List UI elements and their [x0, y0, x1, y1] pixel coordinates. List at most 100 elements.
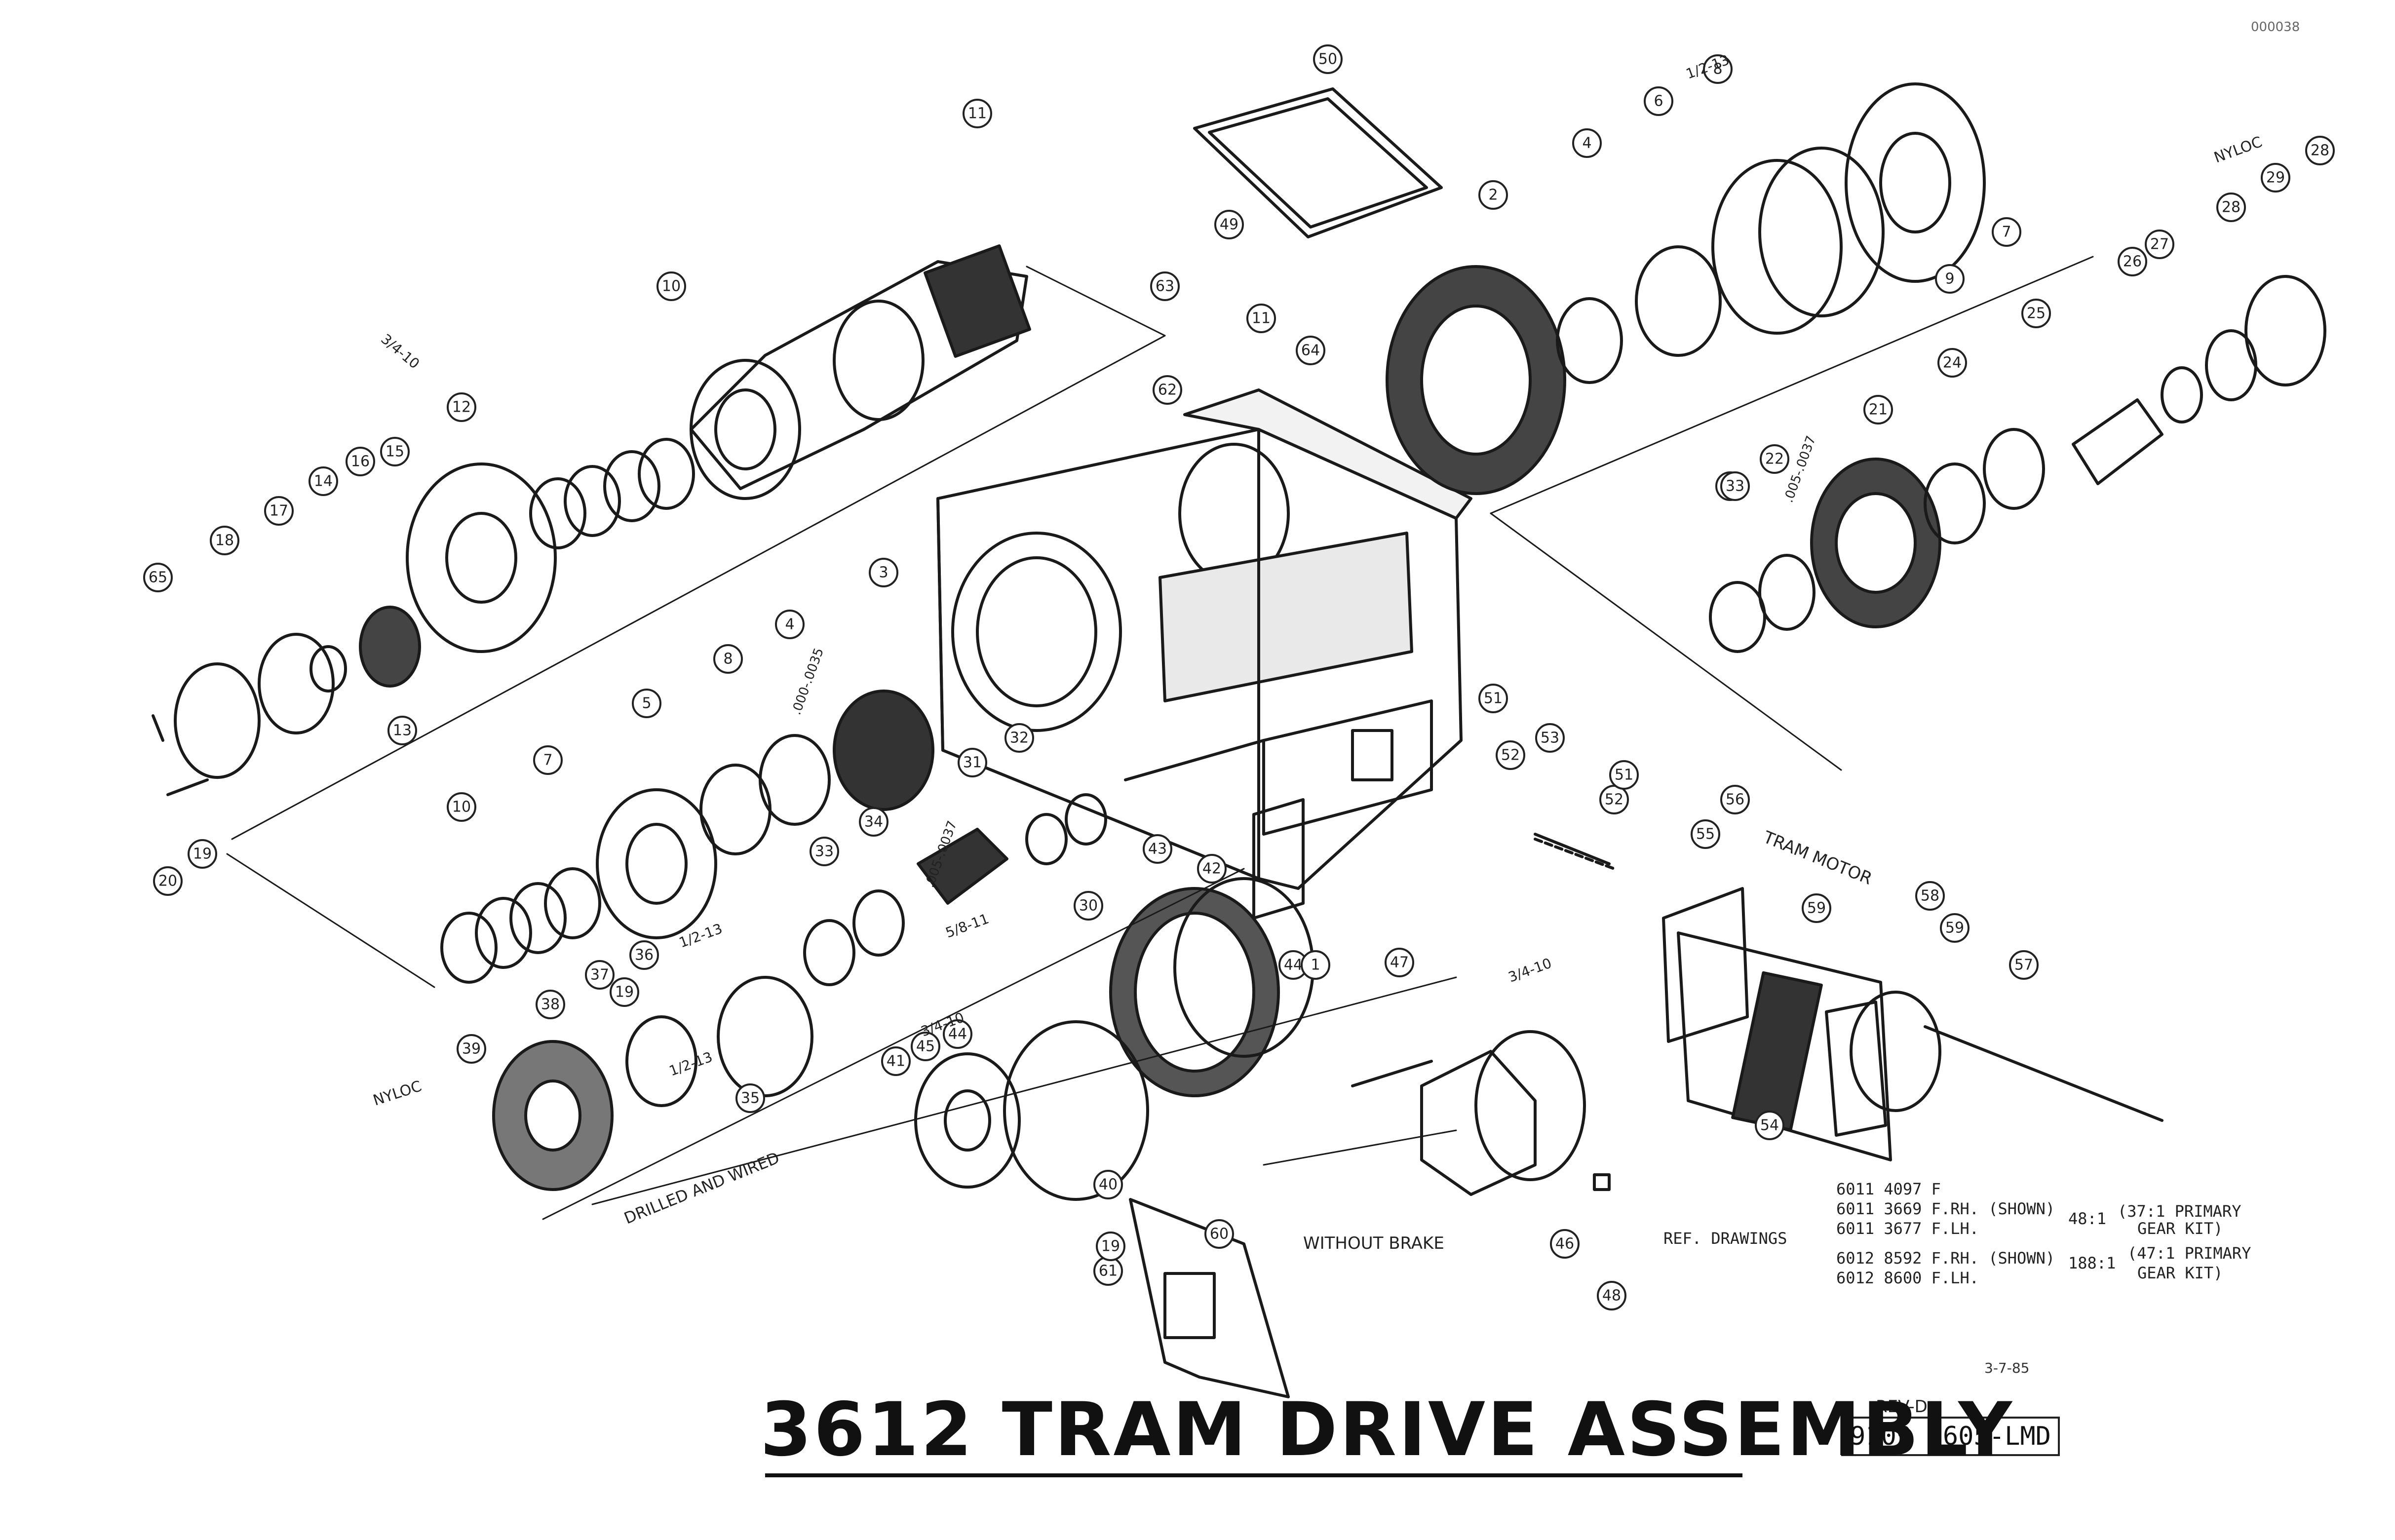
callout-circle — [1755, 1111, 1784, 1140]
callout-number: 11 — [968, 105, 987, 122]
callout-circle — [1301, 950, 1330, 980]
callout-number: 46 — [1555, 1235, 1574, 1253]
ref-row: 6012 8600 F.LH. — [1836, 1269, 1979, 1287]
callout-balloon: 39 — [457, 1034, 486, 1064]
callout-circle — [1915, 881, 1945, 911]
callout-circle — [1214, 210, 1244, 239]
callout-circle — [1385, 948, 1414, 977]
callout-number: 24 — [1943, 354, 1962, 372]
callout-balloon: 52 — [1496, 740, 1525, 770]
callout-number: 3 — [879, 564, 888, 581]
callout-number: 50 — [1318, 51, 1337, 68]
callout-number: 34 — [864, 813, 883, 831]
callout-number: 35 — [741, 1090, 760, 1107]
callout-number: 7 — [543, 752, 552, 769]
callout-balloon: 10 — [657, 271, 686, 301]
callout-circle — [943, 1019, 972, 1049]
callout-circle — [447, 392, 476, 422]
callout-circle — [1644, 86, 1673, 116]
callout-circle — [1478, 684, 1508, 713]
callout-balloon: 25 — [2021, 299, 2051, 328]
callout-number: 61 — [1099, 1263, 1118, 1280]
tram-motor — [1534, 833, 2163, 1161]
callout-circle — [533, 745, 563, 775]
callout-circle — [775, 610, 805, 639]
callout-circle — [1720, 785, 1750, 814]
callout-balloon: 45 — [911, 1032, 940, 1061]
callout-number: 29 — [2266, 169, 2285, 187]
leader-lines — [226, 256, 2094, 1220]
callout-balloon: 19 — [1096, 1232, 1125, 1261]
callout-circle — [2145, 230, 2174, 259]
note-thread-3-4-10-a: 3/4-10 — [378, 331, 423, 372]
callout-balloon: 10 — [447, 792, 476, 822]
callout-circle — [188, 839, 217, 869]
callout-number: 7 — [2002, 224, 2011, 241]
callout-circle — [387, 716, 417, 745]
callout-balloon: 11 — [1246, 304, 1276, 333]
callout-number: 39 — [462, 1040, 481, 1058]
callout-circle — [1572, 128, 1602, 158]
note-drilled-and-wired: DRILLED AND WIRED — [621, 1148, 782, 1228]
callout-circle — [881, 1046, 911, 1076]
callout-circle — [210, 526, 239, 555]
callout-circle — [632, 689, 661, 718]
callout-balloon: 63 — [1150, 271, 1180, 301]
callout-circle — [1703, 54, 1733, 84]
callout-number: 48 — [1602, 1287, 1621, 1305]
note-without-brake: WITHOUT BRAKE — [1303, 1233, 1444, 1253]
callout-number: 60 — [1210, 1226, 1229, 1243]
callout-circle — [1937, 348, 1967, 378]
callout-circle — [1720, 471, 1750, 501]
left-flange-group — [152, 462, 557, 796]
kit-2-ratio: 188:1 — [2068, 1254, 2116, 1272]
callout-circle — [1760, 444, 1789, 474]
callout-balloon: 9 — [1935, 264, 1965, 294]
upper-shaft-assembly — [529, 244, 1031, 549]
callout-number: 44 — [948, 1026, 967, 1043]
callout-balloon: 40 — [1093, 1170, 1123, 1199]
ref-row: 6011 3669 F.RH. (SHOWN) — [1836, 1199, 2055, 1218]
callout-number: 33 — [815, 843, 834, 860]
callout-circle — [1143, 834, 1172, 864]
motor-without-brake — [1351, 1030, 1611, 1196]
callout-number: 57 — [2014, 957, 2033, 974]
callout-balloon: 18 — [210, 526, 239, 555]
callout-balloon: 47 — [1385, 948, 1414, 977]
callout-balloon: 16 — [346, 447, 375, 476]
signature-date: 3-7-85 — [1984, 1360, 2030, 1376]
callout-circle — [380, 437, 410, 466]
callout-number: 11 — [1252, 310, 1271, 327]
callout-number: 37 — [590, 966, 609, 984]
callout-circle — [1597, 1281, 1626, 1310]
callout-balloon: 32 — [1004, 723, 1034, 753]
callout-balloon: 33 — [1720, 471, 1750, 501]
callout-balloon: 48 — [1597, 1281, 1626, 1310]
callout-number: 2 — [1488, 187, 1498, 204]
callout-balloon: 28 — [2305, 136, 2335, 165]
callout-number: 28 — [2311, 142, 2329, 159]
callout-balloon: 49 — [1214, 210, 1244, 239]
callout-circle — [1478, 180, 1508, 210]
callout-number: 28 — [2222, 199, 2240, 216]
callout-number: 49 — [1220, 216, 1238, 233]
upper-right-gears — [1386, 82, 1986, 495]
callout-circle — [869, 558, 898, 587]
callout-number: 59 — [1945, 920, 1964, 937]
callout-circle — [447, 792, 476, 822]
callout-balloon: 13 — [387, 716, 417, 745]
callout-number: 12 — [452, 399, 471, 416]
ref-row: 6012 8592 F.RH. (SHOWN) — [1836, 1249, 2055, 1268]
note-thread-1-2-13-c: 1/2-13 — [667, 1049, 715, 1079]
callout-number: 21 — [1869, 401, 1888, 419]
callout-balloon: 17 — [264, 496, 294, 526]
callout-number: 30 — [1079, 897, 1098, 915]
callout-circle — [2216, 192, 2246, 222]
callout-number: 65 — [149, 569, 167, 586]
callout-balloon: 43 — [1143, 834, 1172, 864]
callout-number: 1 — [1311, 957, 1320, 974]
callout-number: 25 — [2027, 305, 2046, 322]
callout-balloon: 59 — [1802, 893, 1831, 923]
kit-1-text: (37:1 PRIMARY — [2118, 1202, 2241, 1221]
callout-balloon: 33 — [810, 837, 839, 866]
